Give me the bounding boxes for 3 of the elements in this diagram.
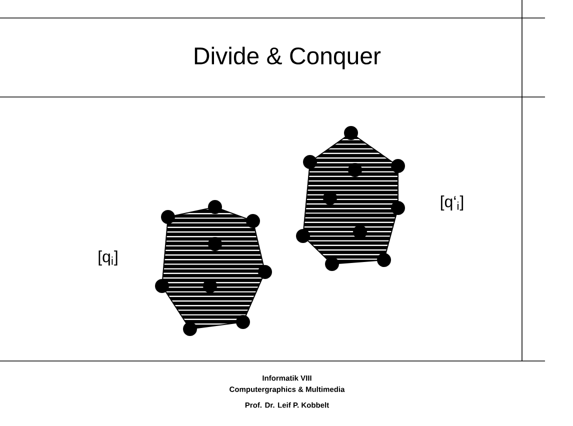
slide-title: Divide & Conquer	[194, 46, 381, 70]
hull-label: [q$_{i}$]	[98, 250, 118, 266]
hull-label: [q‘$_{i}$]	[440, 196, 464, 210]
